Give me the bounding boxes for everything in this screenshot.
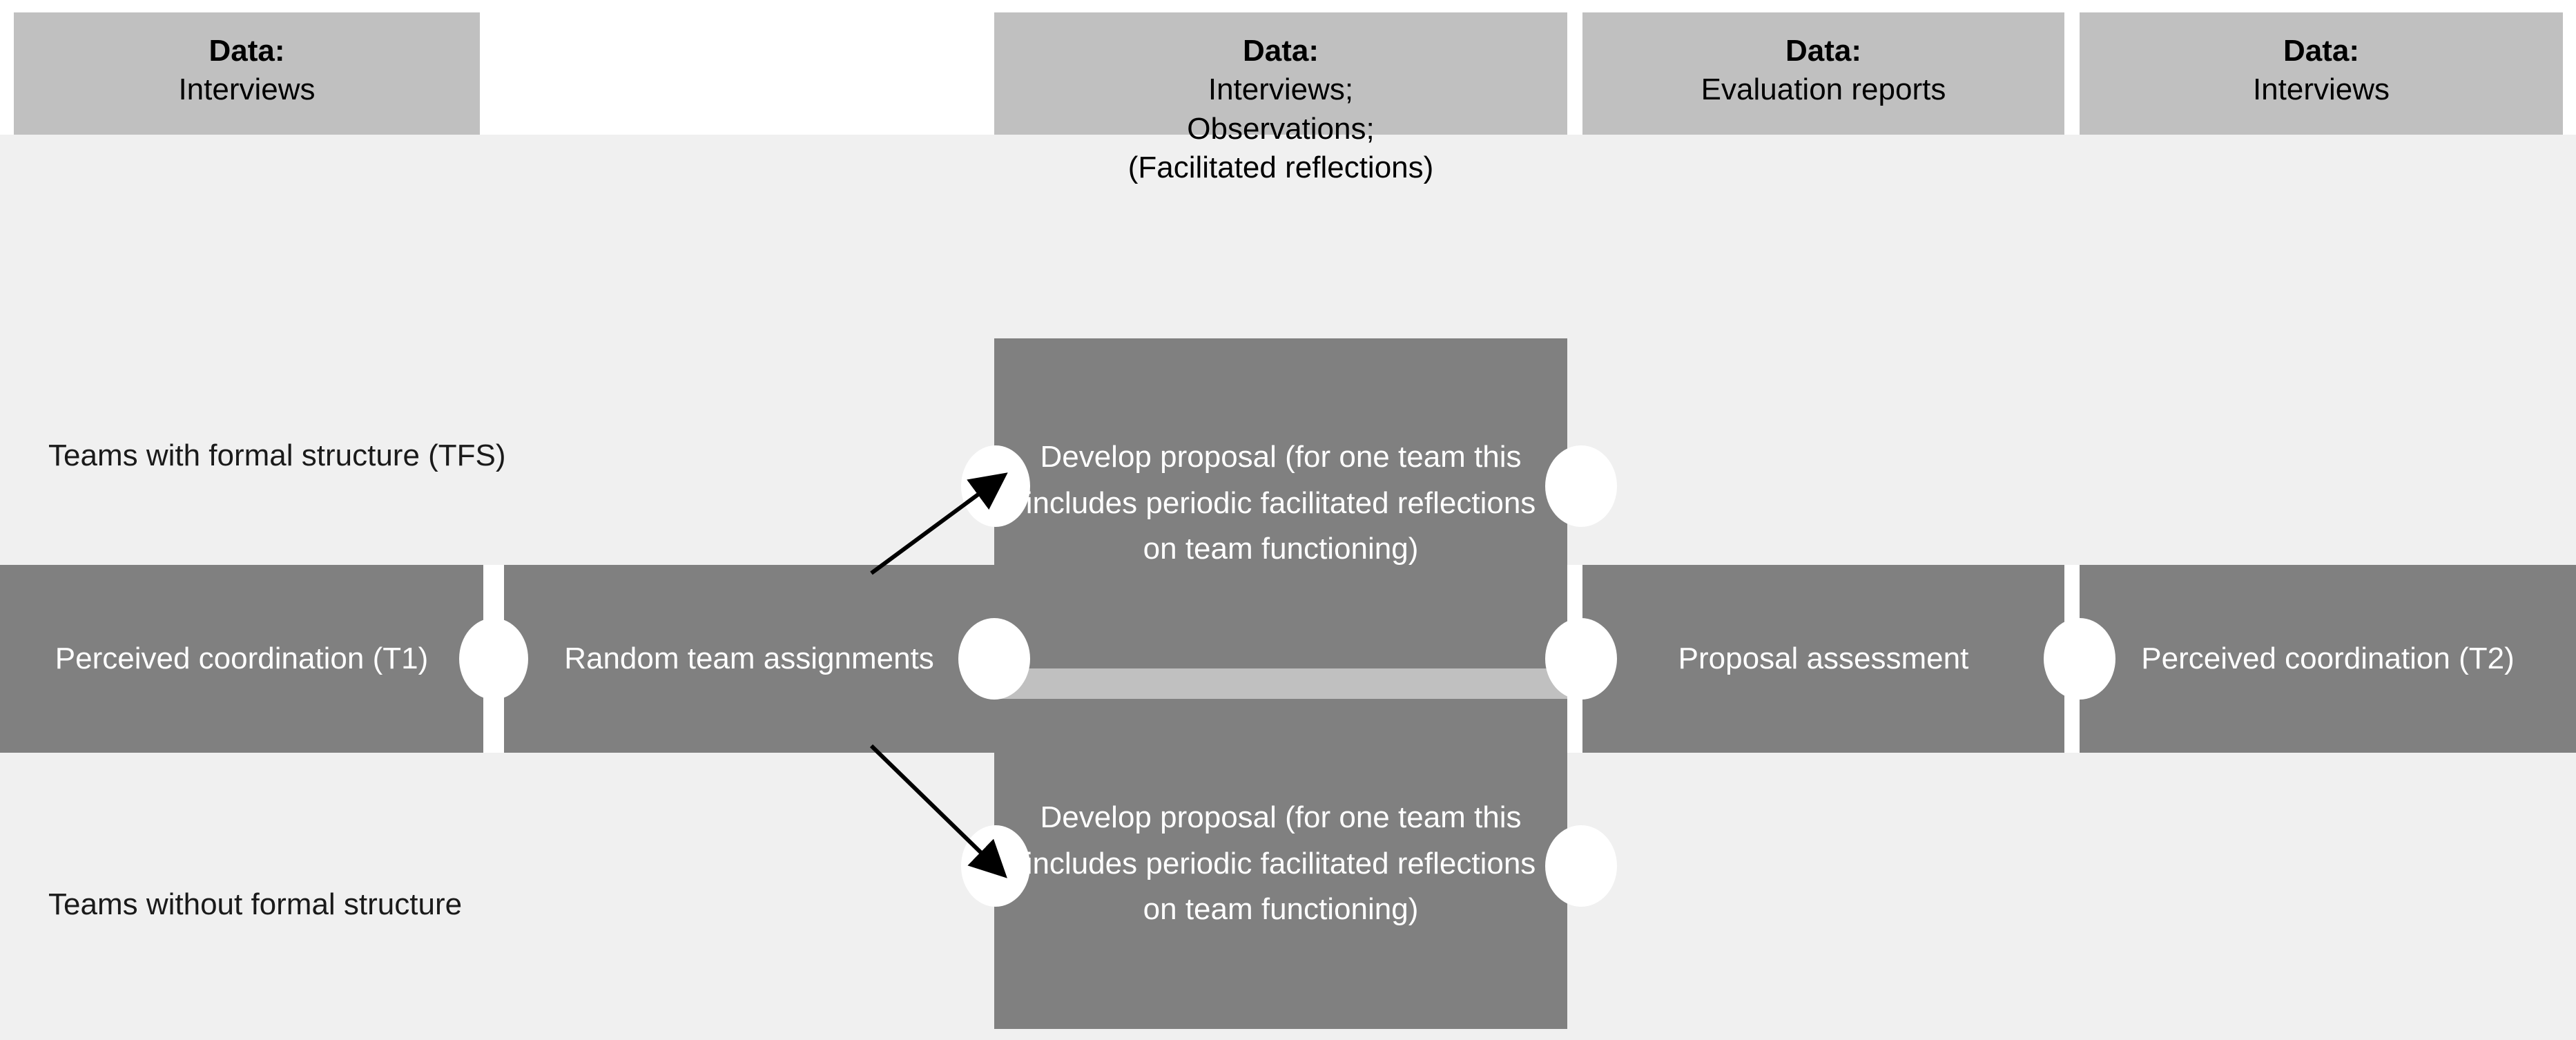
data-header-title: Data:	[2283, 34, 2360, 68]
step-random-team-assignments: Random team assignments	[504, 565, 994, 753]
data-header-line: Interviews	[2252, 73, 2390, 107]
row-label-teams-without-formal-structure: Teams without formal structure	[48, 887, 463, 921]
step-develop-proposal-lower: Develop proposal (for one team this incl…	[994, 699, 1567, 1029]
step-perceived-coordination-t2: Perceived coordination (T2)	[2080, 565, 2576, 753]
data-header-line: Observations;	[1187, 111, 1375, 146]
connector-notch-lower	[961, 825, 1030, 907]
connector-circle-lower	[1545, 825, 1617, 907]
step-develop-proposal-upper: Develop proposal (for one team this incl…	[994, 338, 1567, 668]
data-header-interviews-t2: Data: Interviews	[2080, 12, 2563, 135]
step-perceived-coordination-t1: Perceived coordination (T1)	[0, 565, 483, 753]
data-header-line: Evaluation reports	[1701, 73, 1946, 107]
connector-circle-upper	[1545, 445, 1617, 527]
data-header-title: Data:	[1242, 34, 1319, 68]
data-header-title: Data:	[209, 34, 285, 68]
tall-block-divider	[994, 668, 1567, 699]
connector-notch-upper	[961, 445, 1030, 527]
data-header-evaluation-reports: Data: Evaluation reports	[1582, 12, 2064, 135]
row-label-teams-with-formal-structure: Teams with formal structure (TFS)	[48, 439, 506, 472]
data-header-interviews-t1: Data: Interviews	[14, 12, 480, 135]
data-header-line: (Facilitated reflections)	[1127, 150, 1434, 184]
connector-circle-3	[1545, 618, 1617, 700]
data-header-line: Interviews;	[1208, 73, 1354, 107]
step-proposal-assessment: Proposal assessment	[1582, 565, 2064, 753]
connector-circle-2	[958, 618, 1030, 700]
data-header-interviews-observations: Data: Interviews; Observations; (Facilit…	[994, 12, 1567, 184]
connector-circle-4	[2044, 618, 2115, 700]
data-header-title: Data:	[1785, 34, 1862, 68]
connector-circle-1	[459, 618, 528, 700]
data-header-line: Interviews	[178, 73, 316, 107]
